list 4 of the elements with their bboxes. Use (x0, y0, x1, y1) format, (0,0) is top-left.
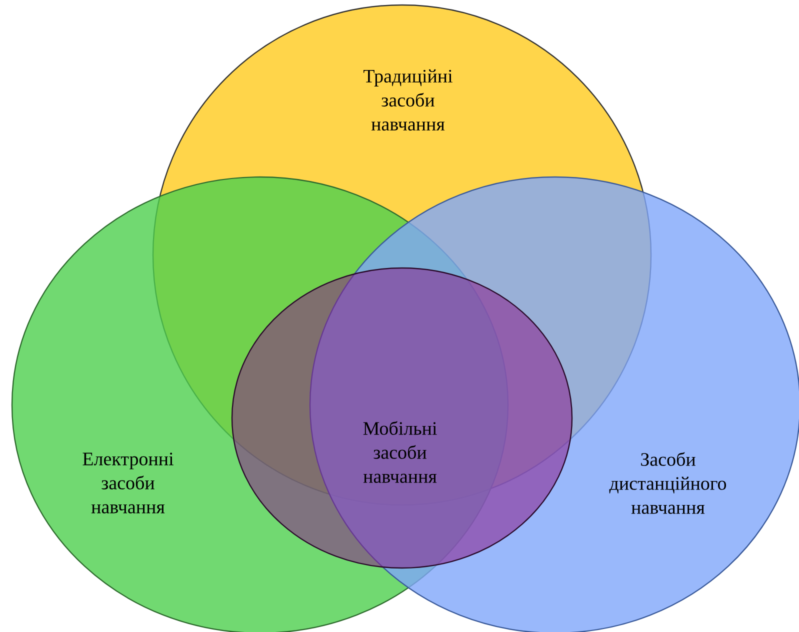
ellipse-label: Засоби дистанційного навчання (609, 452, 726, 514)
ellipse-label: Мобільні засоби навчання (363, 421, 437, 483)
ellipse-label: Традиційні засоби навчання (364, 69, 452, 131)
ellipse-label: Електронні засоби навчання (82, 452, 174, 514)
